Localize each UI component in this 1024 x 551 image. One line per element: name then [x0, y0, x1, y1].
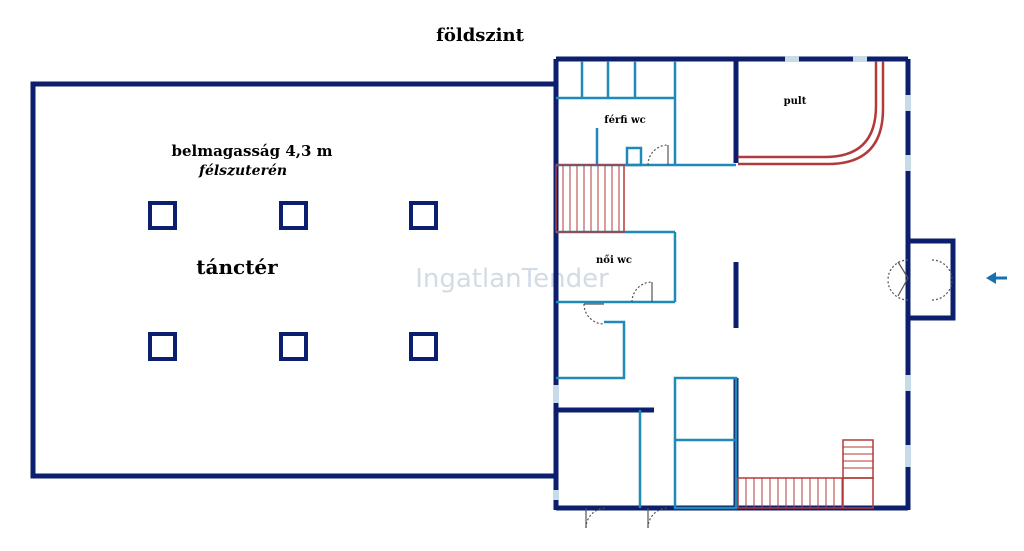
- room-label-womens-wc: női wc: [596, 255, 632, 266]
- doors: [583, 144, 953, 529]
- floor-title: földszint: [436, 25, 524, 46]
- column: [409, 201, 438, 230]
- room-label-mens-wc: férfi wc: [604, 115, 645, 126]
- stairs: [555, 164, 874, 509]
- entrance-arrow-icon: [986, 272, 1007, 284]
- right-building-walls: [553, 56, 956, 511]
- watermark: IngatlanTender: [415, 264, 609, 294]
- ceiling-height-label: belmagasság 4,3 m: [171, 142, 332, 160]
- main-hall: belmagasság 4,3 m félszuterén tánctér: [30, 81, 559, 479]
- room-label-counter: pult: [784, 96, 807, 107]
- hall-name-label: tánctér: [196, 255, 278, 279]
- column: [409, 332, 438, 361]
- column: [148, 332, 177, 361]
- column: [279, 332, 308, 361]
- column: [279, 201, 308, 230]
- windows: [553, 56, 911, 500]
- bar-counter: [738, 61, 885, 166]
- level-label: félszuterén: [198, 163, 287, 179]
- column: [148, 201, 177, 230]
